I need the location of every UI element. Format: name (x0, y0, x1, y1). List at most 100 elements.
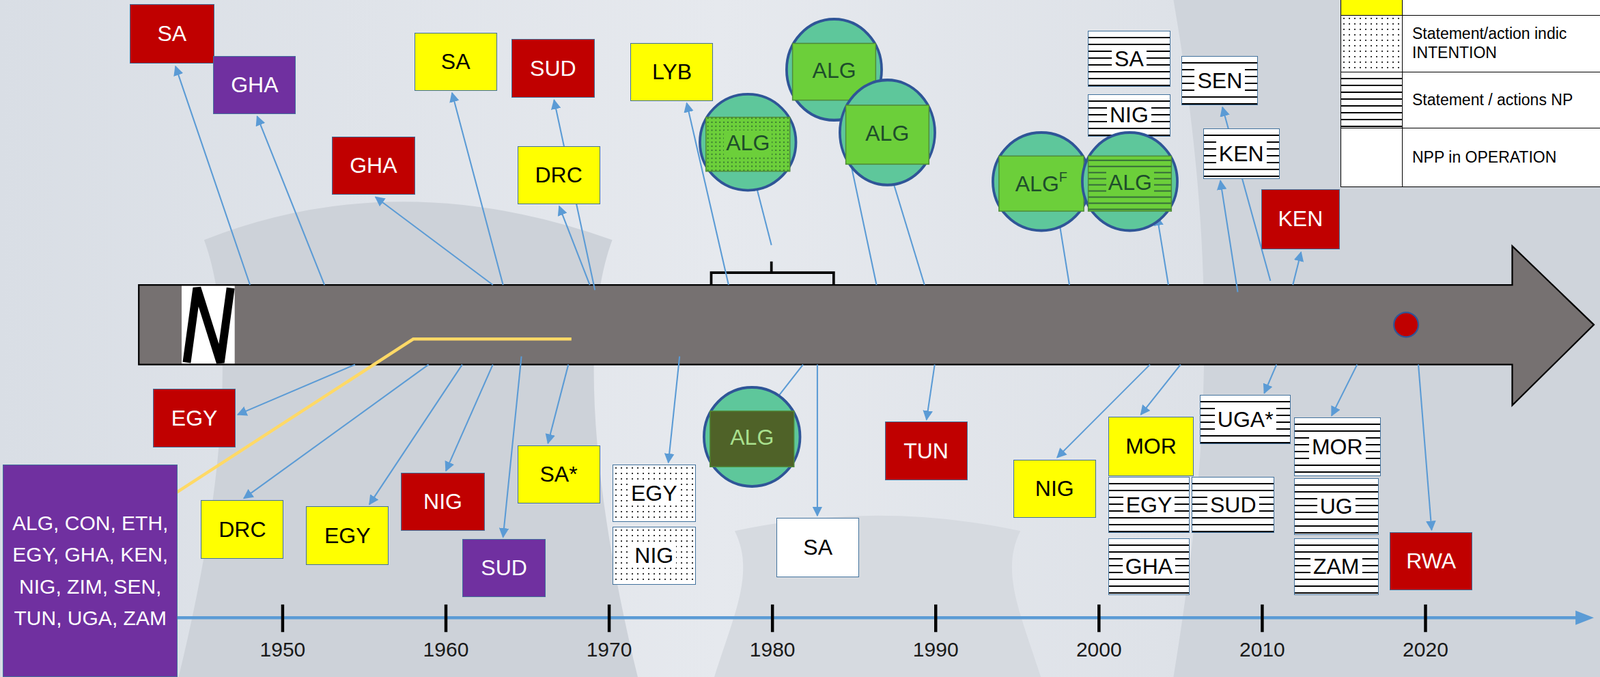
npp-circle-outline (839, 79, 935, 186)
node-label: ALG (730, 424, 774, 450)
leader-line (445, 364, 494, 471)
country-box: SA (414, 32, 498, 91)
text-wrap: SUD (529, 55, 577, 82)
legend-swatch (1341, 0, 1403, 16)
text-wrap: MOR (1309, 434, 1366, 460)
text-wrap: TUN (903, 438, 949, 464)
country-box: RWA (1389, 531, 1473, 591)
text-wrap: KEN (1278, 206, 1324, 232)
country-box: MOR (1294, 417, 1381, 476)
npp-square (710, 410, 795, 467)
npp-square (706, 116, 791, 171)
text-wrap: EGY (628, 480, 681, 507)
legend-swatch (1341, 15, 1403, 72)
text-wrap: SA* (540, 461, 578, 487)
country-box: SA (776, 517, 860, 578)
country-box: TUN (885, 421, 968, 480)
legend-row: Statement / actions NP (1341, 71, 1600, 128)
country-box: SA* (517, 445, 601, 504)
text-wrap: RWA (1406, 548, 1456, 574)
country-box: NIG (1013, 459, 1097, 518)
text-wrap: MOR (1125, 433, 1177, 459)
text-wrap: SUD (1207, 492, 1260, 518)
country-box: GHA (331, 136, 416, 195)
tick (281, 604, 285, 632)
country-box: SUD (1191, 476, 1275, 533)
text-wrap: DRC (534, 162, 582, 188)
node-label: KEN (1216, 141, 1267, 166)
text-wrap: EGY (171, 405, 218, 431)
tick (770, 604, 774, 632)
node-label: SUD (529, 55, 577, 81)
country-box: EGY (612, 464, 697, 522)
country-box: SA (1087, 30, 1171, 87)
axis-break-mark (186, 288, 231, 363)
npp-square (999, 156, 1084, 212)
text-wrap: DRC (218, 516, 266, 543)
leader-line (452, 92, 504, 285)
text-wrap: ALG (865, 120, 909, 147)
node-label: LYB (652, 59, 692, 84)
npp-circle-outline (704, 387, 801, 487)
timeline-arrow (138, 245, 1594, 405)
text-wrap: UGA* (1214, 406, 1277, 433)
leader-line (559, 206, 591, 285)
country-box: EGY (1108, 476, 1191, 533)
npp-square (1088, 156, 1172, 212)
leader-line (547, 364, 569, 444)
node-label: UG (1317, 493, 1356, 519)
legend-row: NPP in OPERATION (1341, 127, 1600, 187)
text-wrap: ALG (1106, 170, 1155, 196)
country-box: KEN (1203, 128, 1280, 179)
leader-line (1331, 364, 1357, 416)
axis-break (181, 286, 235, 364)
year-label: 1960 (423, 637, 470, 662)
node-label: ALG (1106, 170, 1155, 195)
country-box: NIG (612, 526, 697, 585)
text-wrap: EGY (1123, 492, 1176, 518)
npp-circle: ALG (1080, 130, 1180, 233)
text-wrap: NIG (423, 488, 463, 515)
text-wrap: NIG (631, 542, 677, 569)
node-label: SUD (1207, 492, 1260, 517)
legend-swatch (1341, 128, 1403, 187)
node-label: NIG (423, 488, 463, 514)
text-wrap: EGY (324, 523, 371, 549)
legend-row: Statement/action indic INTENTION (1341, 15, 1600, 72)
text-wrap: LYB (652, 59, 692, 85)
leader-line (237, 364, 356, 415)
country-box: LYB (630, 43, 713, 102)
leader-line (1264, 364, 1277, 394)
node-label: SA (441, 49, 471, 74)
node-label: ALG (1015, 171, 1060, 196)
text-wrap: ZAM (1310, 553, 1363, 580)
legend-row (1341, 0, 1600, 16)
leader-line (816, 364, 819, 516)
npp-circle-outline (1082, 132, 1178, 231)
node-label: GHA (230, 72, 278, 97)
node-label: EGY (324, 523, 371, 548)
country-list-box: ALG, CON, ETH, EGY, GHA, KEN, NIG, ZIM, … (2, 464, 178, 677)
text-wrap: ALG (723, 130, 772, 156)
country-box: EGY (305, 506, 389, 565)
country-box: SUD (462, 538, 547, 597)
npp-circle-outline (699, 93, 797, 190)
node-label: ALG (723, 130, 772, 156)
text-wrap: ALG (730, 424, 774, 451)
node-label: GHA (349, 152, 397, 178)
npp-square (845, 105, 929, 164)
year-axis (175, 615, 1578, 619)
country-box: UGA* (1199, 394, 1291, 444)
node-label: ALG (812, 58, 857, 83)
node-label: NIG (1035, 475, 1075, 501)
node-label: SA (1111, 46, 1147, 72)
node-label: ALG, CON, ETH, EGY, GHA, KEN, NIG, ZIM, … (12, 511, 168, 630)
leader-line (257, 116, 326, 285)
node-label: SA (803, 534, 833, 560)
tick (1423, 604, 1427, 632)
leader-line (1418, 364, 1432, 530)
leader-line (1292, 251, 1301, 285)
country-box: SUD (511, 38, 596, 99)
year-label: 2010 (1239, 637, 1286, 662)
